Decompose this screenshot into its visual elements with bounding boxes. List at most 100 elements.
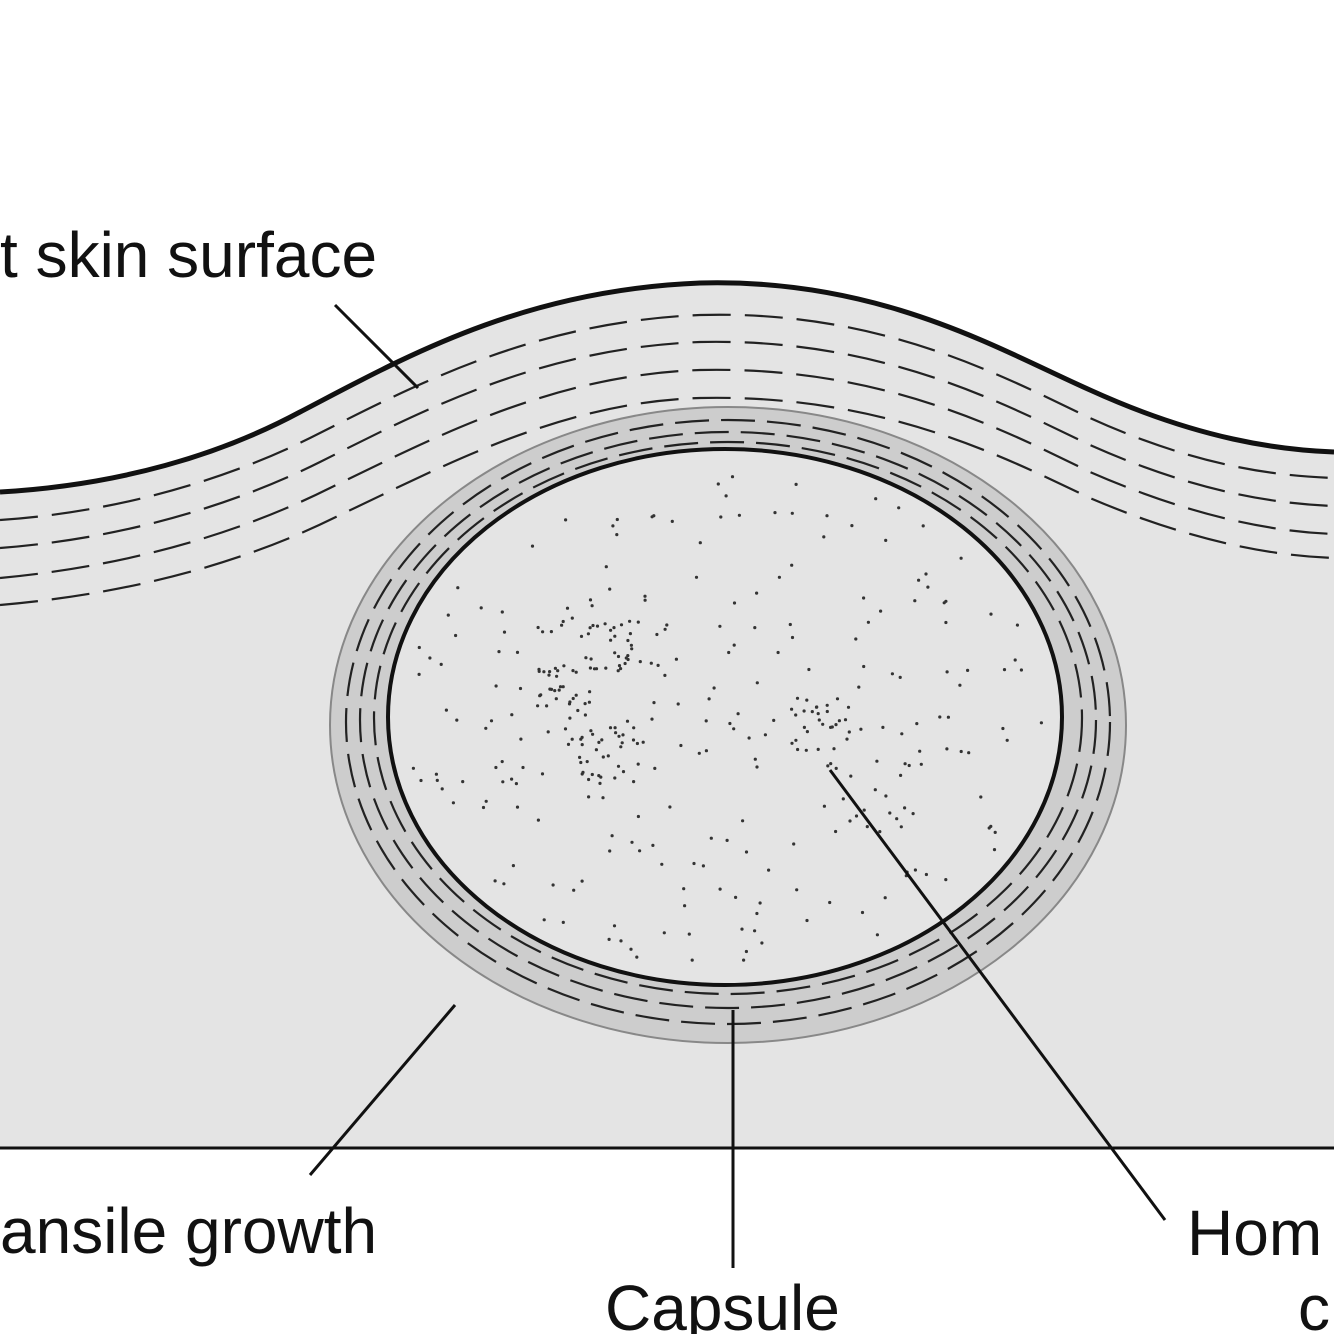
stipple-dot	[510, 777, 514, 781]
stipple-dot	[456, 586, 460, 590]
stipple-dot	[536, 625, 540, 630]
stipple-dot	[881, 725, 885, 730]
stipple-dot	[888, 811, 892, 815]
stipple-dot	[583, 713, 588, 717]
stipple-dot	[497, 650, 501, 654]
stipple-dot	[1001, 726, 1005, 731]
stipple-dot	[674, 657, 679, 661]
homogeneous-stipple	[411, 475, 1043, 962]
stipple-dot	[636, 762, 640, 766]
stipple-dot	[581, 770, 585, 775]
stipple-dot	[741, 819, 745, 823]
stipple-dot	[629, 643, 634, 647]
stipple-dot	[802, 725, 807, 730]
stipple-dot	[579, 634, 584, 639]
stipple-dot	[419, 778, 423, 783]
stipple-dot	[563, 727, 568, 731]
stipple-dot	[716, 482, 720, 486]
stipple-dot	[632, 780, 636, 784]
stipple-dot	[510, 713, 514, 717]
stipple-dot	[903, 762, 907, 766]
stipple-dot	[631, 738, 636, 742]
stipple-dot	[541, 630, 545, 634]
stipple-dot	[701, 864, 706, 868]
stipple-dot	[1039, 721, 1043, 725]
tumor-core	[386, 447, 1064, 987]
stipple-dot	[587, 700, 592, 704]
stipple-dot	[915, 722, 919, 726]
stipple-dot	[484, 799, 488, 803]
stipple-dot	[570, 616, 574, 620]
stipple-dot	[724, 494, 728, 498]
stipple-dot	[1005, 738, 1009, 742]
stipple-dot	[558, 685, 563, 689]
stipple-dot	[554, 697, 558, 701]
stipple-dot	[511, 864, 515, 868]
stipple-dot	[557, 688, 561, 692]
stipple-dot	[617, 734, 621, 738]
stipple-dot	[586, 632, 591, 636]
stipple-dot	[747, 736, 751, 740]
stipple-dot	[1002, 668, 1007, 672]
stipple-dot	[760, 941, 764, 945]
stipple-dot	[1013, 658, 1017, 662]
stipple-dot	[967, 751, 971, 755]
stipple-dot	[795, 696, 800, 700]
stipple-dot	[587, 777, 591, 782]
stipple-dot	[439, 662, 443, 667]
stipple-dot	[834, 829, 838, 834]
stipple-dot	[611, 524, 615, 528]
stipple-dot	[814, 705, 819, 709]
stipple-dot	[712, 686, 716, 690]
stipple-dot	[571, 696, 575, 701]
stipple-dot	[621, 733, 625, 737]
stipple-dot	[755, 591, 759, 595]
stipple-dot	[903, 806, 907, 810]
stipple-dot	[624, 656, 628, 660]
stipple-dot	[668, 805, 672, 809]
stipple-dot	[549, 630, 554, 634]
stipple-dot	[938, 715, 942, 719]
homogeneous-label-line2: c	[1298, 1272, 1330, 1334]
stipple-dot	[736, 712, 740, 716]
stipple-dot	[608, 587, 612, 591]
stipple-dot	[874, 497, 878, 501]
stipple-dot	[709, 836, 713, 840]
stipple-dot	[547, 673, 551, 677]
stipple-dot	[913, 599, 917, 603]
stipple-dot	[862, 808, 866, 812]
stipple-dot	[542, 670, 546, 674]
stipple-dot	[587, 795, 591, 799]
stipple-dot	[518, 686, 523, 691]
stipple-dot	[859, 727, 863, 731]
stipple-dot	[638, 660, 642, 664]
stipple-dot	[979, 795, 983, 799]
stipple-dot	[843, 718, 848, 722]
stipple-dot	[609, 638, 613, 642]
stipple-dot	[479, 606, 483, 610]
stipple-dot	[435, 778, 439, 783]
stipple-dot	[428, 656, 432, 660]
stipple-dot	[805, 698, 809, 702]
stipple-dot	[635, 741, 640, 746]
stipple-dot	[566, 742, 571, 747]
stipple-dot	[790, 511, 794, 515]
stipple-dot	[588, 666, 593, 670]
stipple-dot	[580, 879, 584, 883]
stipple-dot	[650, 515, 654, 519]
stipple-dot	[719, 515, 723, 519]
stipple-dot	[630, 840, 634, 844]
stipple-dot	[643, 594, 647, 598]
stipple-dot	[692, 861, 696, 866]
stipple-dot	[755, 681, 759, 685]
stipple-dot	[502, 882, 506, 886]
stipple-dot	[626, 638, 630, 643]
stipple-dot	[924, 872, 929, 877]
stipple-dot	[542, 918, 546, 922]
stipple-dot	[718, 624, 722, 628]
stipple-dot	[875, 933, 880, 937]
stipple-dot	[454, 633, 458, 638]
stipple-dot	[958, 683, 962, 687]
stipple-dot	[484, 726, 488, 730]
stipple-dot	[608, 726, 613, 730]
